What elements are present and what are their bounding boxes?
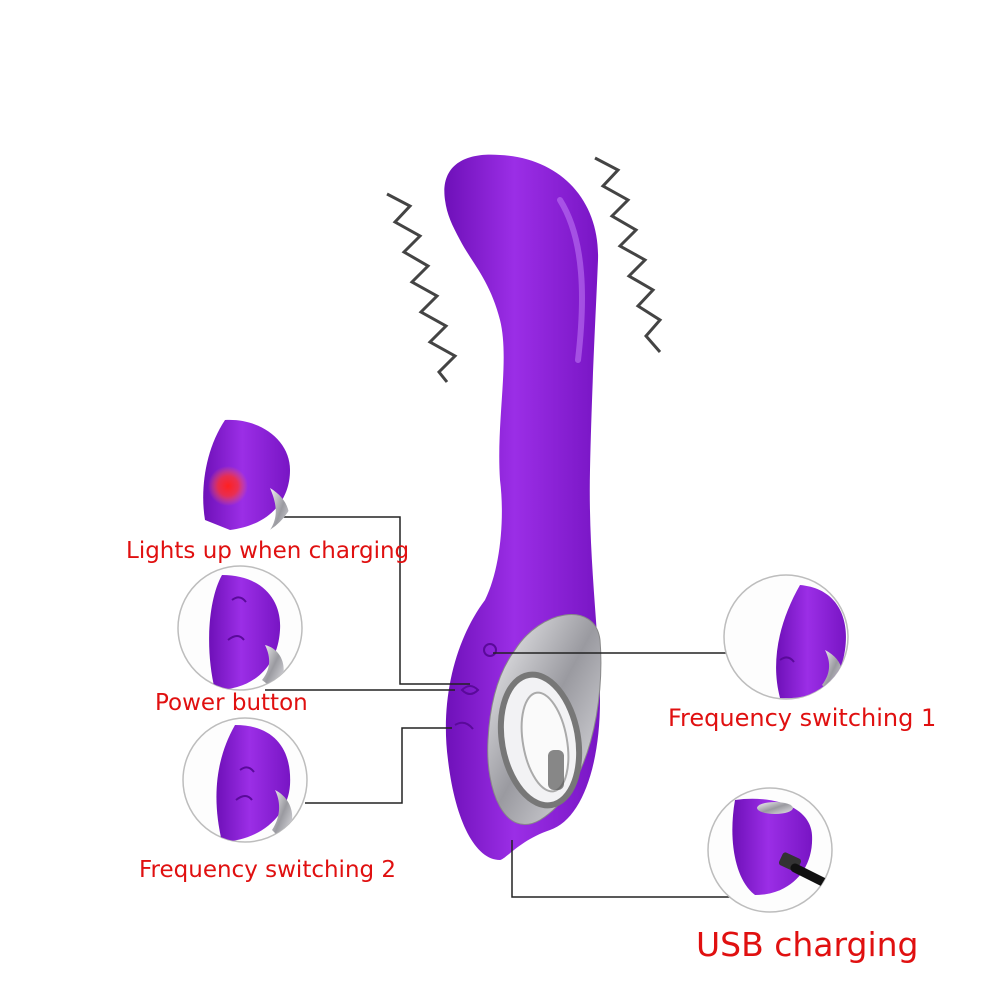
vibration-zigzag-icon: [386, 192, 458, 383]
led-indicator-icon: [208, 466, 248, 506]
callout-lights-up-when-charging: Lights up when charging: [126, 538, 410, 564]
vibration-zigzag-icon: [594, 156, 663, 353]
connector-lines: [265, 516, 745, 898]
callout-frequency-switching-1: Frequency switching 1: [668, 704, 937, 732]
detail-frequency-2: [182, 717, 308, 843]
callout-usb-charging: USB charging: [696, 925, 919, 964]
callout-frequency-switching-2: Frequency switching 2: [139, 857, 397, 883]
callout-power-button: Power button: [155, 690, 308, 716]
vibrator-body: [444, 154, 602, 860]
detail-frequency-1: [723, 574, 849, 700]
detail-power: [177, 565, 303, 691]
detail-led: [174, 416, 298, 540]
detail-usb: [707, 787, 833, 913]
